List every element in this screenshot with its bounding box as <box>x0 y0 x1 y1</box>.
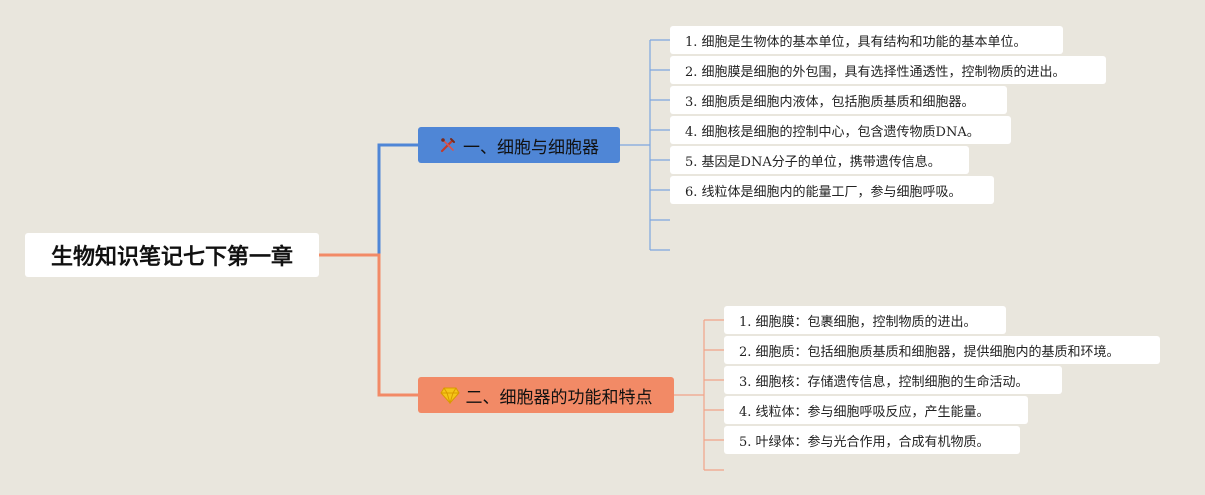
leaf-text: 5. 叶绿体：参与光合作用，合成有机物质。 <box>739 434 990 450</box>
tools-icon <box>439 136 457 154</box>
root-topic[interactable]: 生物知识笔记七下第一章 <box>25 233 319 277</box>
leaf-cell-membrane[interactable]: 2. 细胞膜是细胞的外包围，具有选择性通透性，控制物质的进出。 <box>670 56 1106 84</box>
branch-2-label: 二、细胞器的功能和特点 <box>465 387 653 408</box>
leaf-text: 2. 细胞质：包括细胞质基质和细胞器，提供细胞内的基质和环境。 <box>739 344 1120 360</box>
leaf-mitochondria[interactable]: 6. 线粒体是细胞内的能量工厂，参与细胞呼吸。 <box>670 176 994 204</box>
root-connector-orange <box>319 253 418 397</box>
leaf-cytoplasm-function[interactable]: 2. 细胞质：包括细胞质基质和细胞器，提供细胞内的基质和环境。 <box>724 336 1160 364</box>
leaf-cell-basic-unit[interactable]: 1. 细胞是生物体的基本单位，具有结构和功能的基本单位。 <box>670 26 1063 54</box>
diamond-icon <box>439 386 460 404</box>
root-title: 生物知识笔记七下第一章 <box>50 245 293 270</box>
leaf-text: 3. 细胞核：存储遗传信息，控制细胞的生命活动。 <box>739 374 1029 390</box>
leaf-text: 5. 基因是DNA分子的单位，携带遗传信息。 <box>685 154 941 170</box>
leaf-text: 2. 细胞膜是细胞的外包围，具有选择性通透性，控制物质的进出。 <box>685 64 1066 80</box>
branch-2-leaf-connectors <box>674 319 724 471</box>
leaf-text: 1. 细胞是生物体的基本单位，具有结构和功能的基本单位。 <box>685 34 1027 50</box>
leaf-text: 1. 细胞膜：包裹细胞，控制物质的进出。 <box>739 314 977 330</box>
leaf-mitochondria-function[interactable]: 4. 线粒体：参与细胞呼吸反应，产生能量。 <box>724 396 1028 424</box>
leaf-text: 6. 线粒体是细胞内的能量工厂，参与细胞呼吸。 <box>685 184 962 200</box>
leaf-text: 4. 线粒体：参与细胞呼吸反应，产生能量。 <box>739 404 990 420</box>
leaf-chloroplast-function[interactable]: 5. 叶绿体：参与光合作用，合成有机物质。 <box>724 426 1020 454</box>
leaf-nucleus-function[interactable]: 3. 细胞核：存储遗传信息，控制细胞的生命活动。 <box>724 366 1062 394</box>
root-connector-blue <box>319 143 418 257</box>
leaf-membrane-function[interactable]: 1. 细胞膜：包裹细胞，控制物质的进出。 <box>724 306 1006 334</box>
branch-organelle-functions[interactable]: 二、细胞器的功能和特点 <box>418 377 674 413</box>
leaf-text: 3. 细胞质是细胞内液体，包括胞质基质和细胞器。 <box>685 94 975 110</box>
branch-1-label: 一、细胞与细胞器 <box>463 137 599 158</box>
leaf-nucleus[interactable]: 4. 细胞核是细胞的控制中心，包含遗传物质DNA。 <box>670 116 1011 144</box>
leaf-text: 4. 细胞核是细胞的控制中心，包含遗传物质DNA。 <box>685 124 980 140</box>
branch-1-leaf-connectors <box>620 39 670 251</box>
leaf-gene[interactable]: 5. 基因是DNA分子的单位，携带遗传信息。 <box>670 146 969 174</box>
branch-cells-and-organelles[interactable]: 一、细胞与细胞器 <box>418 127 620 163</box>
leaf-cytoplasm[interactable]: 3. 细胞质是细胞内液体，包括胞质基质和细胞器。 <box>670 86 1007 114</box>
